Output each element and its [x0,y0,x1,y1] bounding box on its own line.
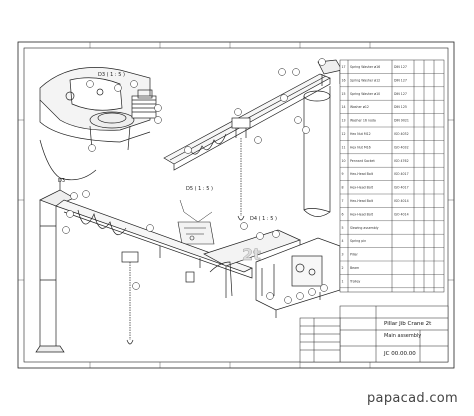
parts-list-pos: 17 [342,65,346,69]
balloon-group-side [62,190,154,290]
parts-list-pos: 1 [342,279,344,283]
detail-label-d3: D3 [58,178,65,184]
parts-list-name: Spring Washer ø10 [350,92,380,96]
parts-list-standard: DIN 127 [394,92,407,96]
parts-list-pos: 13 [342,119,346,123]
parts-list-standard: ISO 4014 [394,212,409,216]
drawing-frame-inner [23,47,449,363]
parts-list-standard: ISO 4017 [394,172,409,176]
detail-label-d4-scaled: D4 ( 1 : 5 ) [250,216,277,222]
parts-list-pos: 12 [342,132,346,136]
parts-list-pos: 10 [342,159,346,163]
parts-list-name: Beam [350,266,359,270]
parts-list-pos: 7 [342,199,344,203]
parts-list-standard: ISO 4032 [394,145,409,149]
parts-list-pos: 5 [342,226,344,230]
parts-list-pos: 8 [342,186,344,190]
parts-list-standard: ISO 4762 [394,159,409,163]
title-block [299,305,449,363]
parts-list-pos: 11 [342,145,346,149]
detail-label-d3-scaled: D3 ( 1 : 5 ) [98,72,125,78]
drawing-frame-outer [17,41,455,369]
parts-list-standard: ISO 4032 [394,132,409,136]
frame-zone-ticks [18,42,454,368]
beam-stencil-2t: 2t [242,245,261,264]
title-block-title: Pillar Jib Crane 2t [384,321,432,327]
parts-list-name: Hex Nut M12 [350,132,371,136]
watermark-text: papacad.com [367,391,458,406]
parts-list-name: Hex-Head Bolt [350,186,374,190]
parts-list-name: Spring pin [350,239,366,243]
parts-list-table [339,59,445,293]
detail-label-d5-scaled: D5 ( 1 : 5 ) [186,186,213,192]
parts-list-name: Hex-Head Bolt [350,212,374,216]
parts-list-pos: 16 [342,78,346,82]
title-block-subtitle: Main assembly [384,333,421,339]
detail-d5-leader [179,199,213,223]
parts-list-name: Washer ø12 [350,105,369,109]
detail-view-clamp [177,221,215,245]
parts-list-pos: 3 [342,253,344,257]
parts-list-standard: DIN 127 [394,78,407,82]
parts-list-standard: DIN 127 [394,65,407,69]
parts-list-name: Spring Washer ø12 [350,78,380,82]
parts-list-pos: 6 [342,212,344,216]
parts-list-standard: DIN 9021 [394,119,409,123]
balloon-group-bottom [240,222,328,304]
parts-list-name: Spring Washer ø16 [350,65,380,69]
parts-list-name: Hex Nut M16 [350,145,371,149]
parts-list-pos: 9 [342,172,344,176]
parts-list-pos: 2 [342,266,344,270]
parts-list-name: Hex-Head Bolt [350,199,374,203]
detail-view-hoist: 2t [203,229,341,318]
parts-list-name: Slewing assembly [350,226,379,230]
balloon-group-main-top [184,58,326,154]
title-block-drawing-number: JC 00.00.00 [383,351,416,357]
detail-view-slewing-drive [39,67,157,190]
side-view-jib-crane [35,189,253,353]
parts-list-name: Trolley [349,279,360,283]
parts-list-name: Pennant Socket [350,159,375,163]
parts-list-name: Hex-Head Bolt [350,172,374,176]
parts-list-pos: 4 [342,239,344,243]
parts-list-pos: 15 [342,92,346,96]
parts-list-name: Pillar [350,253,358,257]
parts-list-pos: 14 [342,105,346,109]
balloon-group-top-left [86,80,162,152]
parts-list-standard: DIN 125 [394,105,407,109]
parts-list-name: Washer 16 noda [350,119,376,123]
parts-list-standard: ISO 4014 [394,199,409,203]
parts-list-standard: ISO 4017 [394,186,409,190]
